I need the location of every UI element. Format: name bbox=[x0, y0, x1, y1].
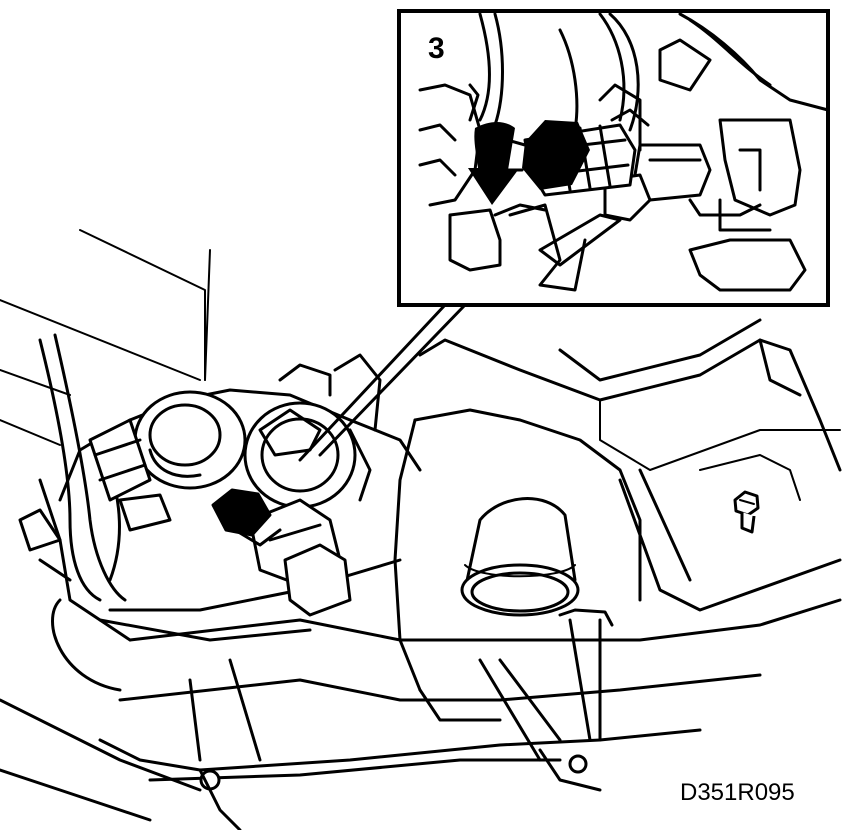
headlamp-housing bbox=[18, 333, 422, 692]
detail-inset: 3 bbox=[397, 9, 830, 307]
air-duct-port bbox=[460, 497, 580, 617]
engine-bay-scene bbox=[0, 229, 842, 830]
mounting-bolt bbox=[733, 490, 760, 534]
rotation-arrow bbox=[468, 122, 518, 205]
step-number: 3 bbox=[428, 32, 445, 65]
figure-reference-code: D351R095 bbox=[680, 779, 795, 806]
connector-cap-detail bbox=[488, 120, 637, 197]
callout-leader bbox=[298, 303, 467, 462]
bulb-connector bbox=[211, 488, 352, 617]
